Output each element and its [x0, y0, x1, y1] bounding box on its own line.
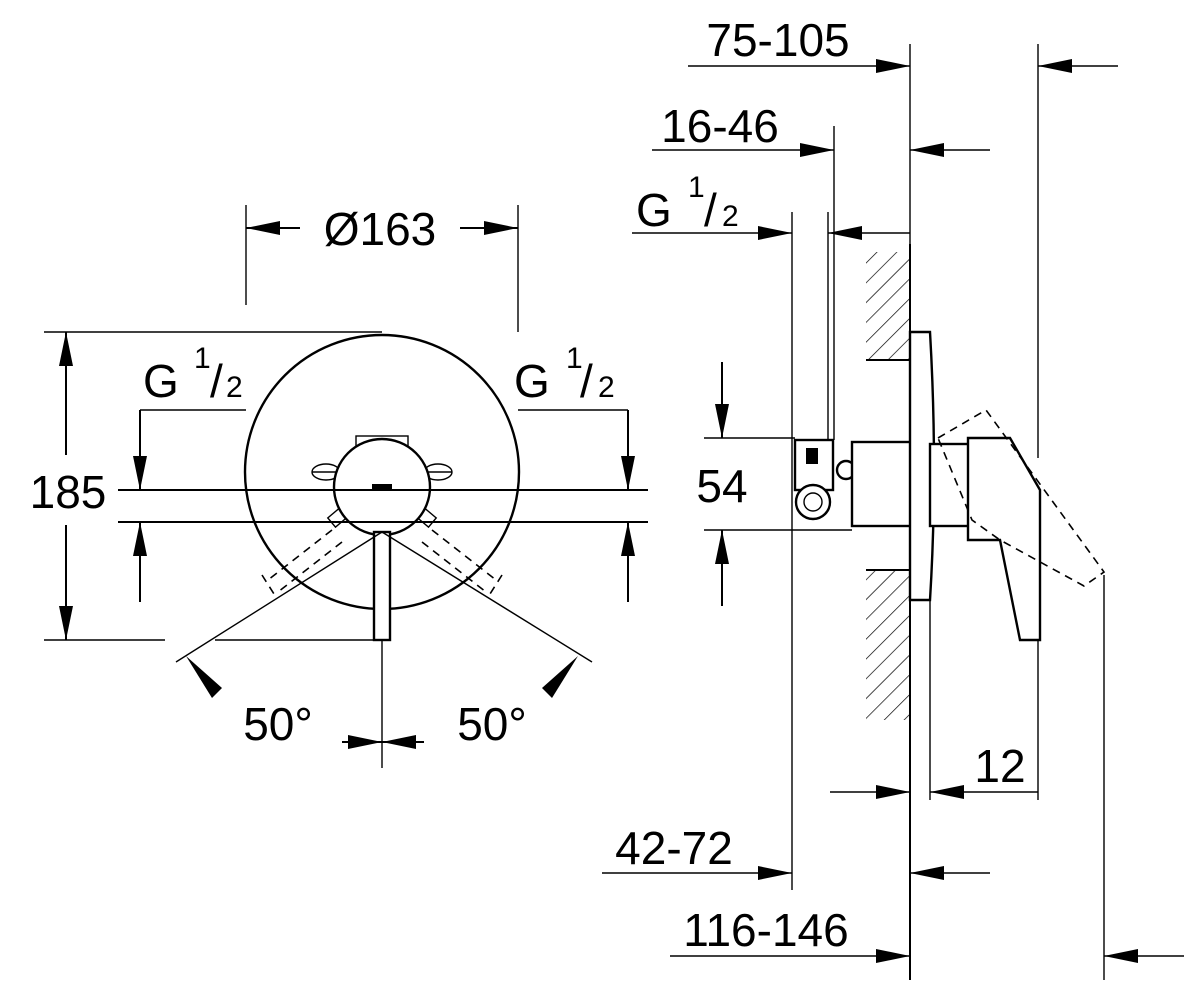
diameter-label: Ø163 [324, 203, 437, 255]
thread-right-label: G 1 / 2 [514, 342, 615, 407]
handle-rotation-ghost-left [261, 529, 343, 595]
angle-right-label: 50° [457, 698, 527, 750]
thread-left-dimension: G 1 / 2 [133, 342, 246, 602]
dim-75-105-label: 75-105 [706, 14, 849, 66]
handle-rotation-ghost-right [421, 529, 503, 595]
diameter-dimension: Ø163 [245, 203, 519, 332]
dim-42-72-label: 42-72 [615, 822, 733, 874]
thread-left-label: G 1 / 2 [143, 342, 243, 407]
front-view: Ø163 185 [30, 203, 648, 768]
valve-body-side [793, 330, 972, 602]
wall-section [866, 244, 911, 980]
handle-lever [372, 530, 392, 642]
side-reference-lines [791, 44, 1105, 980]
dim-75-105: 75-105 [688, 14, 1118, 73]
dim-116-146-label: 116-146 [683, 904, 848, 956]
handle-side-ghost [936, 408, 1106, 587]
thread-side-dimension: G 1 / 2 [632, 171, 910, 240]
dim-54-label: 54 [696, 460, 747, 512]
dim-12-label: 12 [974, 740, 1025, 792]
thread-right-dimension: G 1 / 2 [514, 342, 635, 602]
handle-side [966, 436, 1042, 642]
dim-16-46: 16-46 [652, 100, 990, 157]
dim-54: 54 [696, 362, 852, 606]
angle-left-label: 50° [243, 698, 313, 750]
dim-12: 12 [830, 600, 1038, 800]
dim-42-72: 42-72 [602, 822, 990, 880]
dim-16-46-label: 16-46 [661, 100, 779, 152]
thread-side-label: G 1 / 2 [636, 171, 739, 236]
height-dimension: 185 [30, 331, 382, 641]
angle-dimension: 50° 50° [175, 531, 593, 750]
handle-indicator [372, 484, 392, 491]
height-label: 185 [30, 466, 107, 518]
side-view: 75-105 16-46 G 1 / 2 [602, 14, 1184, 980]
dim-116-146: 116-146 [670, 904, 1184, 963]
pipe-lines [118, 489, 648, 768]
